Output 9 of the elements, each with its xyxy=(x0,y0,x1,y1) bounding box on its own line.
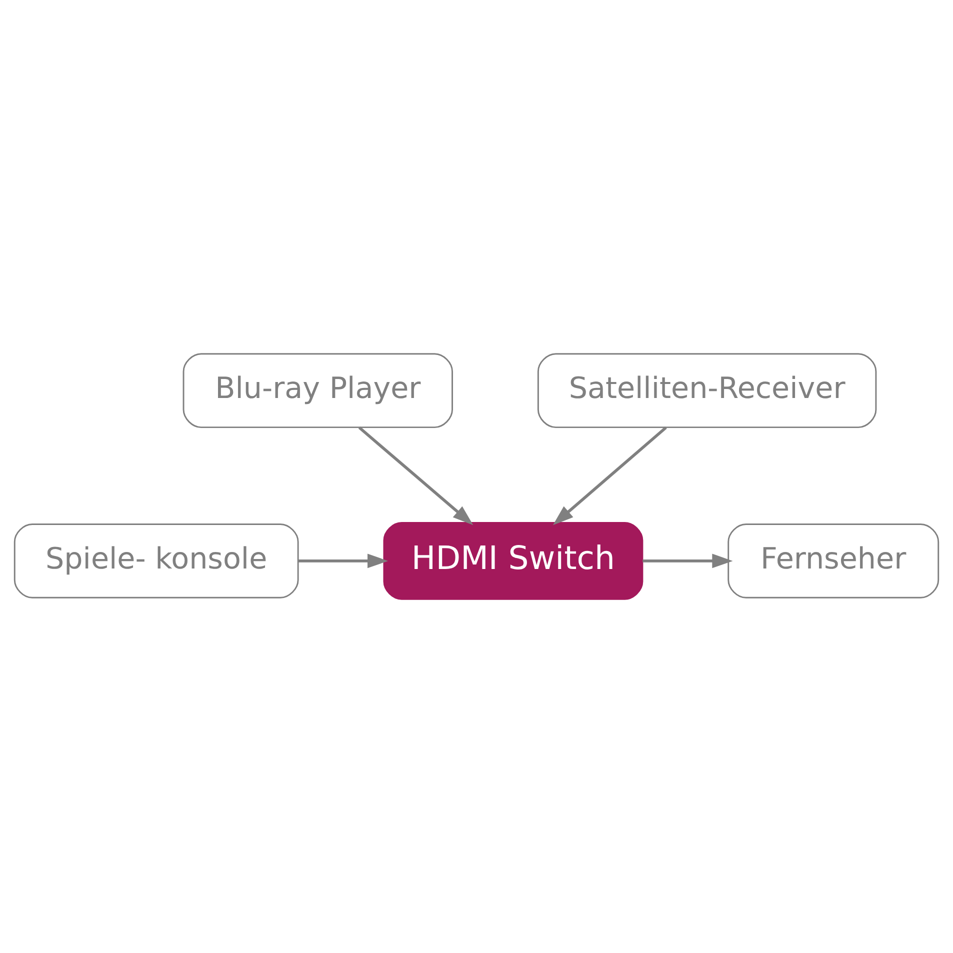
node-box: Spiele- konsole xyxy=(14,524,299,598)
arrow xyxy=(298,554,388,568)
arrow xyxy=(642,554,733,568)
node-box: Fernseher xyxy=(728,524,940,598)
node-box: HDMI Switch xyxy=(383,522,644,600)
arrow xyxy=(358,426,474,526)
node-box: Satelliten-Receiver xyxy=(537,353,877,428)
arrow xyxy=(552,426,667,526)
node-box: Blu-ray Player xyxy=(182,353,453,428)
